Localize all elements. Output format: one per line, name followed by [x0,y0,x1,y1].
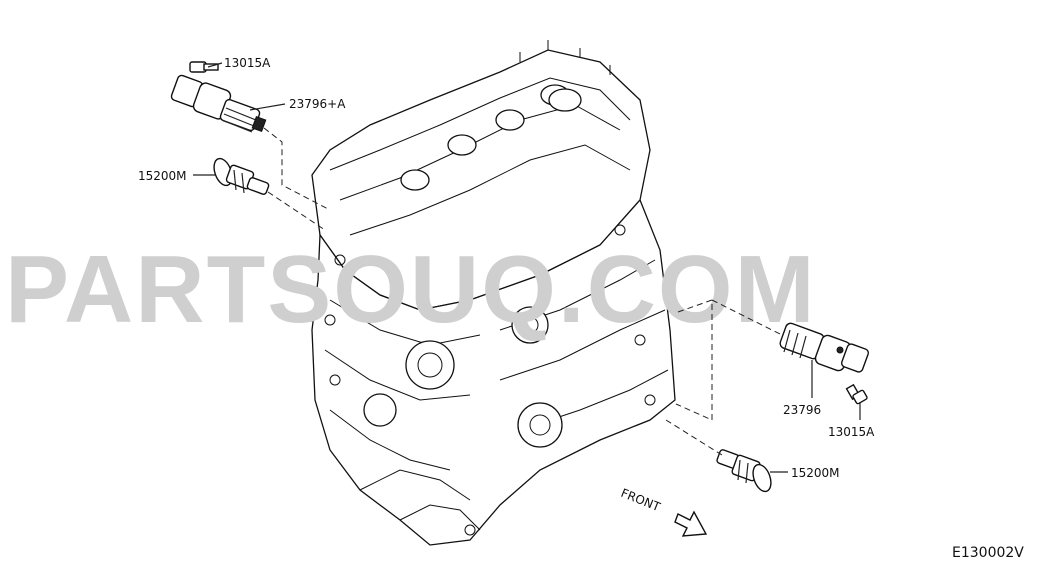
bolt-top-part [189,61,219,73]
callout-solenoid-right: 23796 [783,403,821,417]
filter-bottom-part [716,449,772,493]
diagram-code: E130002V [952,545,1024,561]
solenoid-right-part [779,322,870,373]
callout-bolt-top: 13015A [224,56,271,70]
engine-assembly [311,40,676,546]
callout-solenoid-top: 23796+A [289,97,346,111]
callout-bolt-right: 13015A [828,425,875,439]
callout-filter-bottom: 15200M [791,466,840,480]
front-arrow-icon [674,510,708,537]
filter-top-part [213,157,270,195]
watermark: PARTSOUQ.COM [5,236,817,343]
bolt-right-part [845,383,868,405]
callout-filter-top: 15200M [138,169,187,183]
solenoid-top-part [170,74,267,133]
front-direction-label: FRONT [619,486,663,515]
